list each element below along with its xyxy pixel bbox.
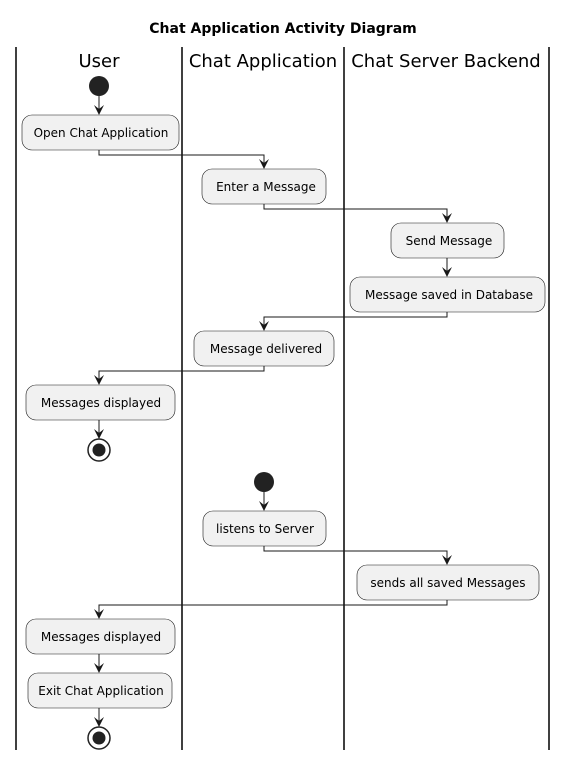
activity-label: Message saved in Database xyxy=(365,288,533,302)
activity-exit-chat-application: Exit Chat Application xyxy=(27,672,173,709)
lane-title-chat-application: Chat Application xyxy=(189,51,337,72)
diagram-title: Chat Application Activity Diagram xyxy=(149,21,417,37)
edge-saved-to-delivered xyxy=(259,312,448,331)
edge-enter-to-send xyxy=(263,204,452,223)
activity-label: Open Chat Application xyxy=(34,126,169,140)
activity-label: sends all saved Messages xyxy=(370,576,525,590)
edge-open-to-enter xyxy=(98,150,269,169)
start-node-user xyxy=(89,76,109,96)
lane-title-chat-server-backend: Chat Server Backend xyxy=(351,51,541,72)
edge-delivered-to-displayed xyxy=(94,366,265,385)
activity-messages-displayed-1: Messages displayed xyxy=(25,384,176,421)
activity-message-delivered: Message delivered xyxy=(193,330,335,367)
end-node-user-1 xyxy=(87,438,111,462)
activity-message-saved-in-database: Message saved in Database xyxy=(349,276,546,313)
lane-title-user: User xyxy=(78,51,120,72)
activity-messages-displayed-2: Messages displayed xyxy=(25,618,176,655)
activity-label: Send Message xyxy=(406,234,493,248)
activity-sends-all-saved-messages: sends all saved Messages xyxy=(356,564,540,601)
start-node-app xyxy=(254,472,274,492)
activity-label: Messages displayed xyxy=(41,630,161,644)
activity-label: Messages displayed xyxy=(41,396,161,410)
edge-sends-to-displayed xyxy=(94,600,448,619)
activity-open-chat-application: Open Chat Application xyxy=(21,114,180,151)
activity-label: Exit Chat Application xyxy=(38,684,163,698)
activity-listens-to-server: listens to Server xyxy=(202,510,327,547)
edge-listens-to-sends xyxy=(263,546,452,565)
end-node-user-2 xyxy=(87,726,111,750)
activity-send-message: Send Message xyxy=(390,222,505,259)
activity-label: listens to Server xyxy=(216,522,314,536)
activity-label: Enter a Message xyxy=(216,180,316,194)
activity-enter-a-message: Enter a Message xyxy=(201,168,327,205)
activity-label: Message delivered xyxy=(210,342,322,356)
